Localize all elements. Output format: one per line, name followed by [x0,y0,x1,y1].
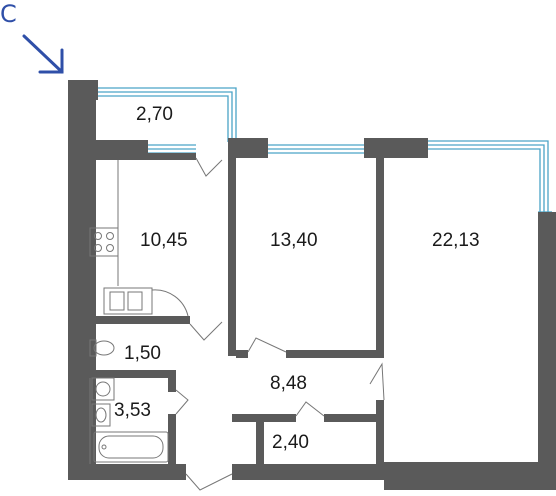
room-area-bathroom: 3,53 [114,400,151,421]
walls [68,80,556,490]
room-area-living: 22,13 [432,230,480,251]
doors [175,157,385,491]
partitions [89,160,119,464]
glazing [96,87,552,213]
compass-letter: С [0,0,17,28]
room-area-bedroom: 13,40 [270,230,318,251]
fixtures [89,227,189,463]
north-arrow-icon [22,34,64,74]
room-area-kitchen: 10,45 [140,230,188,251]
room-area-storage: 2,40 [272,432,309,453]
room-area-wc: 1,50 [124,343,161,364]
room-area-hall: 8,48 [270,373,307,394]
room-area-balcony: 2,70 [136,104,173,125]
